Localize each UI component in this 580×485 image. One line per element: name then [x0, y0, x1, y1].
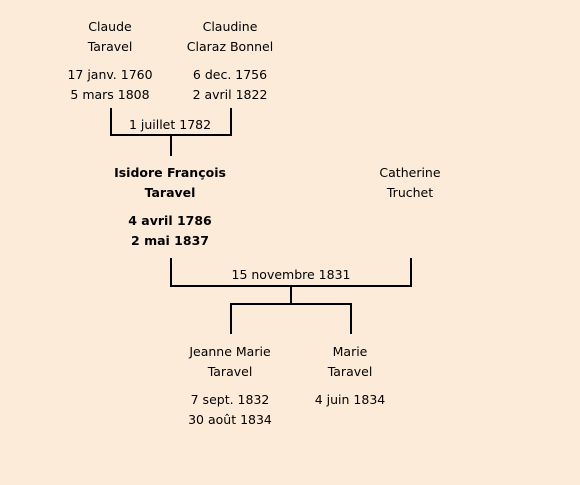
first-name: Isidore François [114, 165, 226, 180]
last-name: Truchet [386, 185, 434, 200]
death-date: 2 avril 1822 [192, 87, 268, 102]
person-claudine-claraz-bonnel: Claudine Claraz Bonnel 6 dec. 1756 2 avr… [155, 17, 305, 105]
person-isidore-francois-taravel: Isidore François Taravel 4 avril 1786 2 … [95, 163, 245, 251]
connector-isidore-left [170, 258, 172, 287]
first-name: Catherine [379, 165, 441, 180]
connector-catherine-right [410, 258, 412, 287]
birth-date: 17 janv. 1760 [67, 67, 153, 82]
connector-claude-left [110, 108, 112, 136]
connector-child-isidore [170, 136, 172, 156]
person-catherine-truchet: Catherine Truchet [335, 163, 485, 203]
person-claude-taravel: Claude Taravel 17 janv. 1760 5 mars 1808 [35, 17, 185, 105]
last-name: Claraz Bonnel [186, 39, 274, 54]
marriage-date-1: 1 juillet 1782 [128, 117, 212, 132]
connector-claudine-right [230, 108, 232, 136]
birth-date: 6 dec. 1756 [192, 67, 268, 82]
death-date: 2 mai 1837 [131, 233, 209, 248]
connector-children-stem [290, 287, 292, 305]
first-name: Claude [88, 19, 132, 34]
death-date: 30 août 1834 [188, 412, 272, 427]
connector-marriage-2-bar [170, 285, 412, 287]
marriage-date-2: 15 novembre 1831 [231, 267, 351, 282]
connector-children-bar [230, 303, 352, 305]
last-name: Taravel [144, 185, 196, 200]
connector-marriage-1-bar [110, 134, 232, 136]
last-name: Taravel [327, 364, 373, 379]
death-date: 5 mars 1808 [70, 87, 150, 102]
connector-child-jeanne [230, 303, 232, 334]
person-jeanne-marie-taravel: Jeanne Marie Taravel 7 sept. 1832 30 aoû… [155, 342, 305, 430]
birth-date: 7 sept. 1832 [190, 392, 270, 407]
birth-date: 4 juin 1834 [314, 392, 386, 407]
birth-date: 4 avril 1786 [128, 213, 212, 228]
last-name: Taravel [207, 364, 253, 379]
first-name: Jeanne Marie [189, 344, 271, 359]
first-name: Claudine [202, 19, 258, 34]
last-name: Taravel [87, 39, 133, 54]
person-marie-taravel: Marie Taravel 4 juin 1834 [275, 342, 425, 410]
connector-child-marie [350, 303, 352, 334]
first-name: Marie [332, 344, 368, 359]
